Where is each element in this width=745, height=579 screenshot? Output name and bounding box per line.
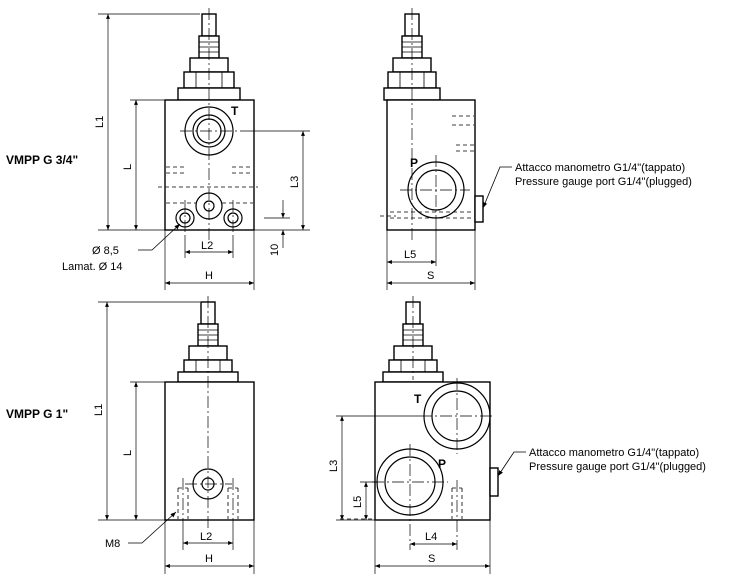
dim-h-bottom: H xyxy=(205,553,213,565)
note-gauge-it-top: Attacco manometro G1/4"(tappato) xyxy=(515,162,685,174)
note-gauge-it-bottom: Attacco manometro G1/4"(tappato) xyxy=(529,447,699,459)
dim-l5-bottom: L5 xyxy=(352,496,364,508)
dim-h: H xyxy=(205,270,213,282)
note-hole-diameter: Ø 8,5 xyxy=(92,245,119,257)
model-label-g1: VMPP G 1" xyxy=(6,407,68,421)
view-g1-side: T P L3 L5 L4 S Attacco man xyxy=(328,296,706,574)
dim-l3: L3 xyxy=(289,176,301,188)
view-g1-front: L1 L L2 H M8 xyxy=(93,296,255,574)
note-counterbore: Lamat. Ø 14 xyxy=(62,261,123,273)
dim-s-bottom: S xyxy=(428,553,435,565)
note-gauge-en-top: Pressure gauge port G1/4"(plugged) xyxy=(515,176,692,188)
dim-l1-bottom: L1 xyxy=(93,404,105,416)
note-thread: M8 xyxy=(105,538,120,550)
dim-l1: L1 xyxy=(94,116,106,128)
dim-l3-bottom: L3 xyxy=(328,460,340,472)
dim-l2-bottom: L2 xyxy=(200,531,212,543)
dim-l2: L2 xyxy=(201,240,213,252)
port-label-p: P xyxy=(410,156,418,170)
model-label-g34: VMPP G 3/4" xyxy=(6,153,78,167)
dim-l4: L4 xyxy=(425,531,437,543)
dim-l: L xyxy=(122,164,134,170)
dim-s-top: S xyxy=(427,270,434,282)
dim-l5-top: L5 xyxy=(404,249,416,261)
port-label-t: T xyxy=(231,104,239,118)
note-gauge-en-bottom: Pressure gauge port G1/4"(plugged) xyxy=(529,461,706,473)
port-label-p-bottom: P xyxy=(438,457,446,471)
dim-10: 10 xyxy=(269,244,281,256)
port-label-t-bottom: T xyxy=(414,392,422,406)
view-g34-front: T L1 L L3 xyxy=(62,8,310,290)
view-g34-side: P L5 S Attacco manometro G1/4"(tappato) … xyxy=(380,8,692,290)
dim-l-bottom: L xyxy=(122,450,134,456)
